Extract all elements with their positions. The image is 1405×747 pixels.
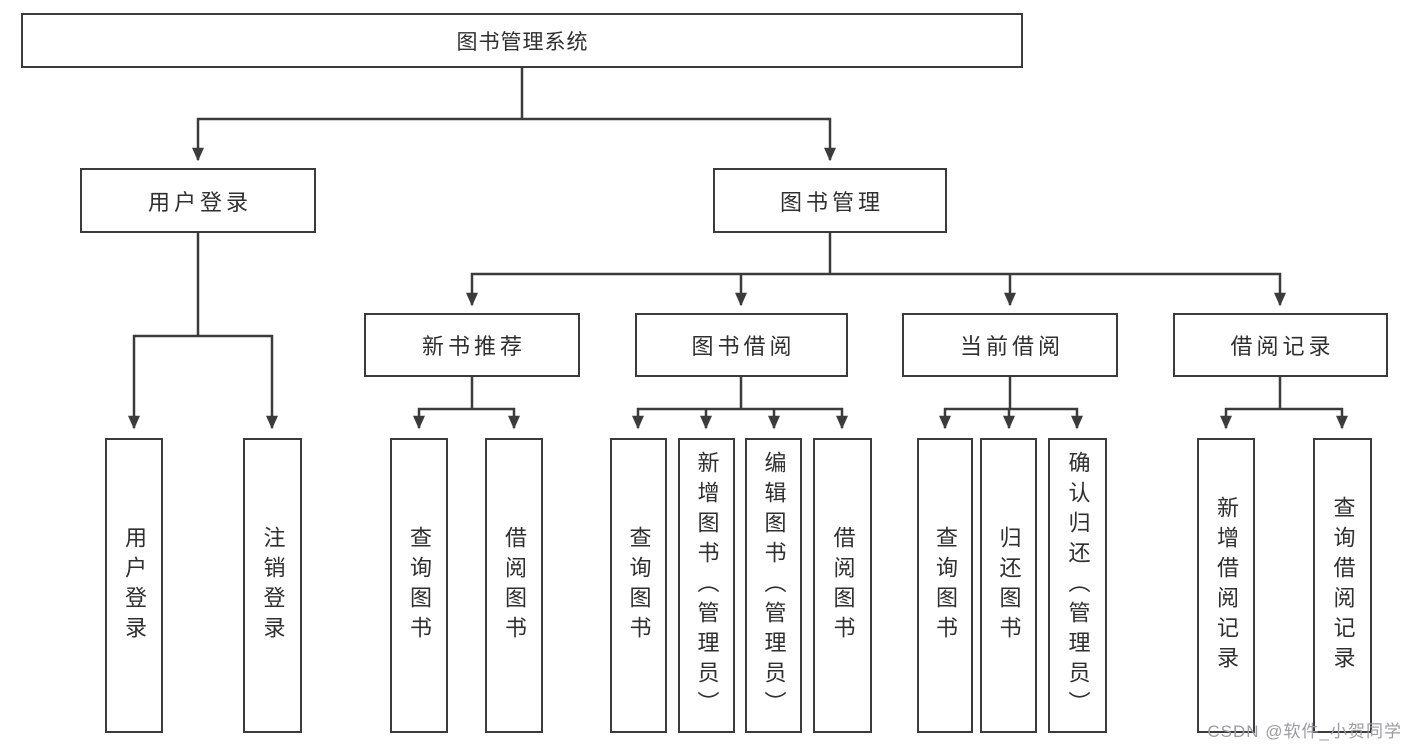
connector-root-to-level2 <box>192 68 836 162</box>
connector-borrow-records-group <box>1220 377 1348 430</box>
node-borrowing-records: 借阅记录 <box>1173 313 1388 377</box>
connector-book-borrow-group <box>632 377 848 430</box>
node-borrow-books-recommend: 借阅图书 <box>485 438 543 733</box>
node-user-login-action: 用户登录 <box>105 438 163 733</box>
node-user-login-module: 用户登录 <box>80 168 316 233</box>
node-borrow-books-action: 借阅图书 <box>813 438 872 733</box>
node-new-book-recommend: 新书推荐 <box>364 313 580 377</box>
node-query-books-current: 查询图书 <box>917 438 973 733</box>
node-query-books-recommend: 查询图书 <box>390 438 448 733</box>
node-edit-books-admin: 编辑图书（管理员） <box>745 438 802 733</box>
node-return-books: 归还图书 <box>980 438 1037 733</box>
connector-user-login-group <box>128 233 278 430</box>
node-add-borrow-record: 新增借阅记录 <box>1197 438 1255 733</box>
connector-book-management-to-level3 <box>466 233 1286 307</box>
connector-new-book-group <box>413 377 520 430</box>
node-current-borrowing: 当前借阅 <box>902 313 1118 377</box>
connector-current-borrow-group <box>939 377 1083 430</box>
node-query-borrow-record: 查询借阅记录 <box>1313 438 1372 733</box>
node-confirm-return-admin: 确认归还（管理员） <box>1048 438 1107 733</box>
csdn-watermark: CSDN @软件_小贺同学 <box>1207 722 1402 741</box>
node-logout-action: 注销登录 <box>243 438 302 733</box>
node-book-borrowing: 图书借阅 <box>635 313 848 377</box>
node-add-books-admin: 新增图书（管理员） <box>678 438 735 733</box>
node-query-books-borrowing: 查询图书 <box>610 438 667 733</box>
node-book-management-module: 图书管理 <box>713 168 947 233</box>
node-library-management-system: 图书管理系统 <box>21 13 1023 68</box>
